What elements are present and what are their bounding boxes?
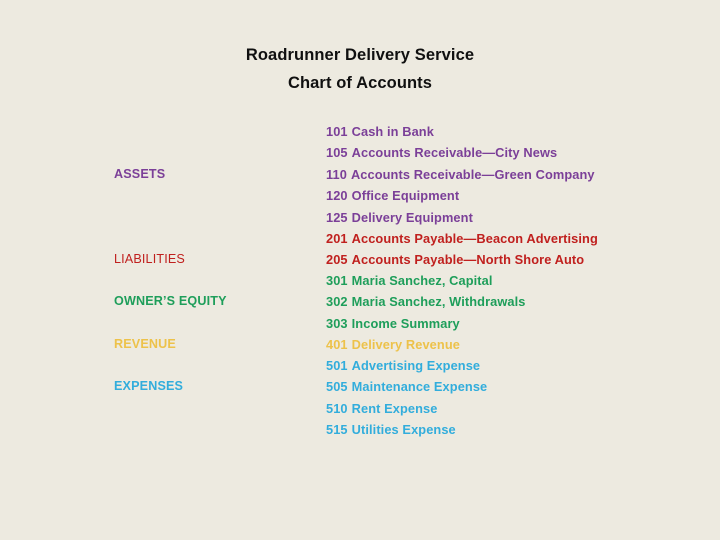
slide-title-line-2: Chart of Accounts	[287, 74, 433, 92]
account-name: Utilities Expense	[351, 422, 456, 437]
account-category-label: ASSETS	[114, 167, 166, 181]
account-name: Delivery Equipment	[351, 210, 473, 225]
account-number: 515	[326, 422, 348, 437]
account-number: 510	[326, 401, 348, 416]
slide-title-block: Roadrunner Delivery Service Chart of Acc…	[0, 41, 720, 97]
account-name: Accounts Receivable—City News	[351, 145, 558, 160]
account-number: 505	[326, 379, 348, 394]
account-category-label: REVENUE	[114, 337, 176, 351]
account-number: 301	[326, 273, 348, 288]
account-category-label: OWNER’S EQUITY	[114, 294, 227, 308]
account-name: Advertising Expense	[351, 358, 481, 373]
account-number: 101	[326, 124, 348, 139]
account-number: 105	[326, 145, 348, 160]
account-category-label: LIABILITIES	[114, 252, 185, 266]
slide-title-line-1: Roadrunner Delivery Service	[245, 46, 475, 64]
account-number: 125	[326, 210, 348, 225]
account-category-label: EXPENSES	[114, 379, 184, 393]
account-number: 302	[326, 294, 348, 309]
account-number: 110	[326, 167, 347, 182]
account-number: 201	[326, 231, 348, 246]
account-name: Accounts Receivable—Green Company	[350, 167, 595, 182]
chart-of-accounts-body: ASSETS LIABILITIES OWNER’S EQUITY REVENUE EX…	[0, 118, 720, 463]
account-number: 401	[326, 337, 348, 352]
account-category-column: ASSETS LIABILITIES OWNER’S EQUITY REVENUE EX…	[114, 118, 314, 463]
account-number: 120	[326, 188, 348, 203]
account-name: Delivery Revenue	[351, 337, 460, 352]
account-number: 501	[326, 358, 348, 373]
account-name: Maintenance Expense	[351, 379, 488, 394]
account-name: Office Equipment	[351, 188, 460, 203]
account-name: Maria Sanchez, Withdrawals	[351, 294, 526, 309]
account-name: Maria Sanchez, Capital	[351, 273, 493, 288]
account-name: Accounts Payable—North Shore Auto	[351, 252, 585, 267]
account-name: Cash in Bank	[351, 124, 434, 139]
account-name: Rent Expense	[351, 401, 438, 416]
account-number: 205	[326, 252, 348, 267]
account-number: 303	[326, 316, 348, 331]
account-name: Accounts Payable—Beacon Advertising	[351, 231, 598, 246]
account-name: Income Summary	[351, 316, 460, 331]
